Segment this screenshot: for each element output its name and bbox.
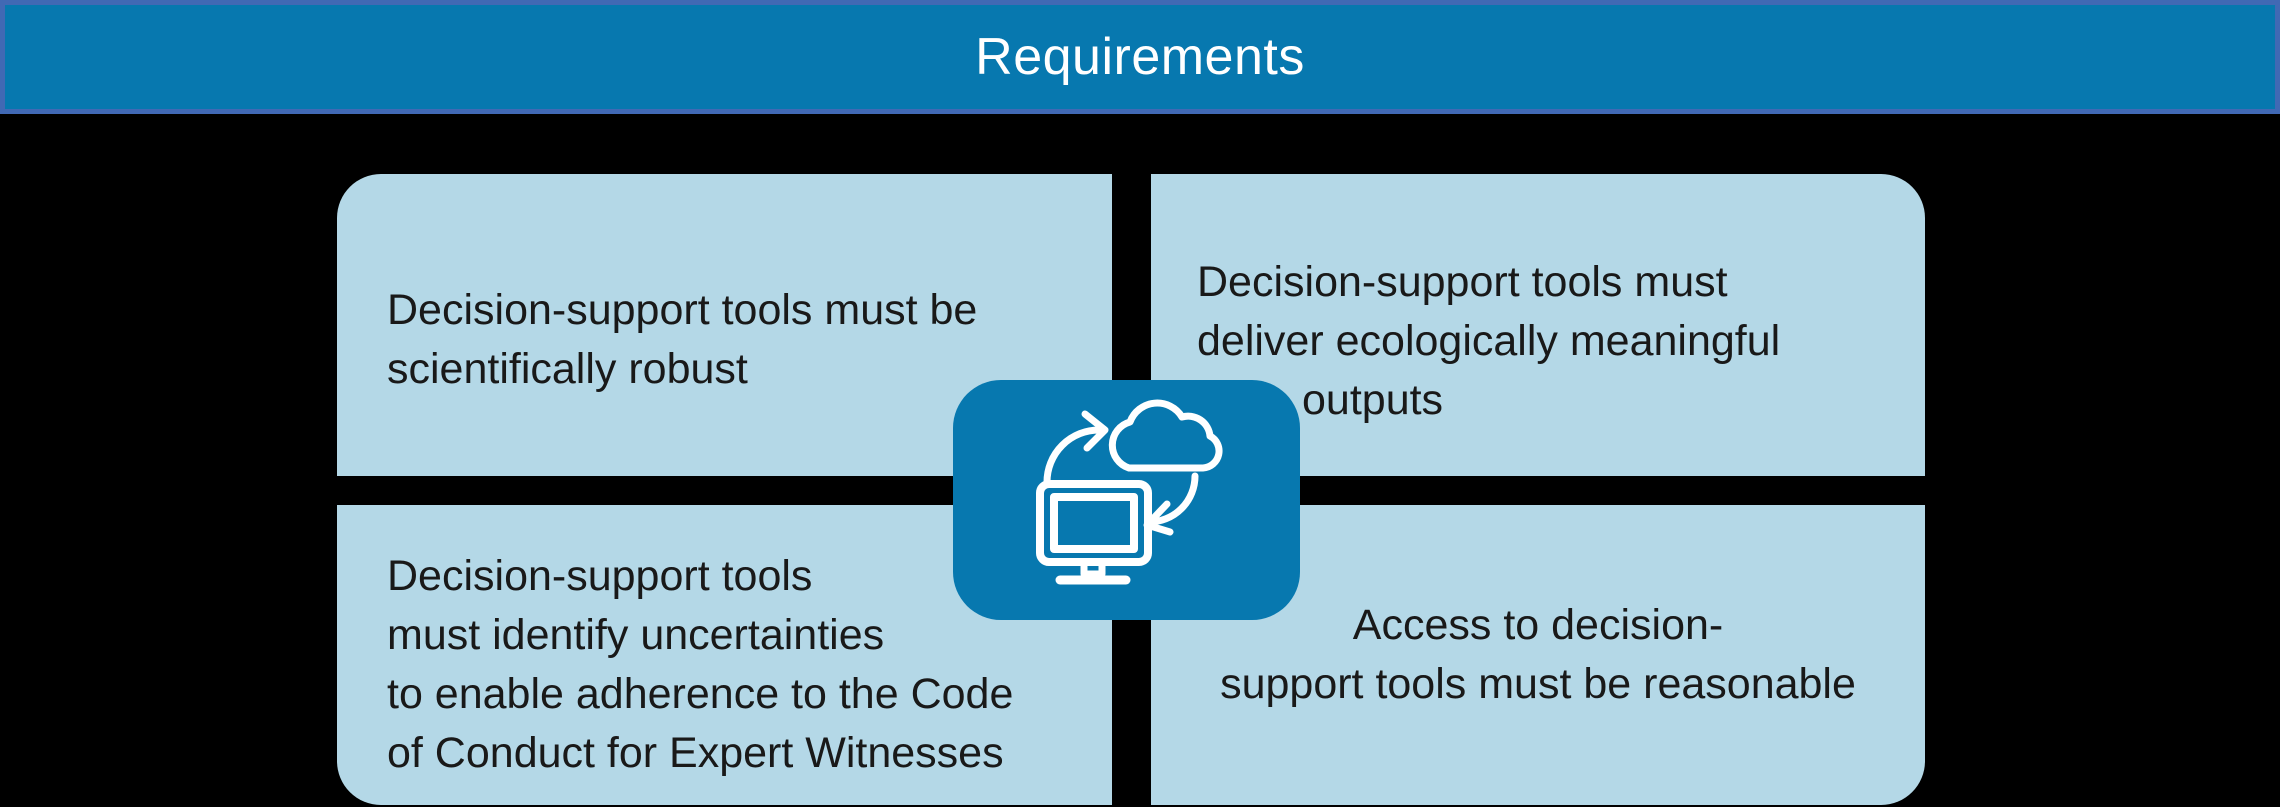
monitor-icon — [1036, 480, 1152, 585]
page-title: Requirements — [975, 28, 1305, 86]
cloud-computer-sync-icon — [1036, 399, 1223, 585]
center-badge — [953, 380, 1300, 620]
quadrant-text-line: Decision-support tools must — [1197, 257, 1728, 306]
quadrant-text-line: scientifically robust — [387, 345, 748, 393]
arrow-down-icon — [1143, 472, 1199, 536]
quadrant-text-line: Decision-support tools must be — [387, 286, 978, 334]
quadrant-text-line: must identify uncertainties — [387, 611, 885, 659]
quadrant-text-line: deliver ecologically meaningful — [1197, 316, 1781, 365]
quadrant-text-line: Decision-support tools — [387, 552, 813, 600]
quadrant-bottom-right: Access to decision- support tools must b… — [1151, 505, 1925, 805]
quadrant-top-left: Decision-support tools must be scientifi… — [337, 174, 1112, 476]
quadrant-text-line: to enable adherence to the Code — [387, 670, 1014, 718]
quadrant-text-line: outputs — [1302, 375, 1444, 424]
quadrant-text-line: of Conduct for Expert Witnesses — [387, 729, 1004, 777]
quadrant-text-line: Access to decision- — [1352, 601, 1724, 649]
arrow-up-icon — [1043, 410, 1109, 486]
cloud-icon — [1108, 399, 1223, 472]
quadrant-text-line: support tools must be reasonable — [1220, 660, 1856, 708]
header-band: Requirements — [0, 0, 2280, 114]
